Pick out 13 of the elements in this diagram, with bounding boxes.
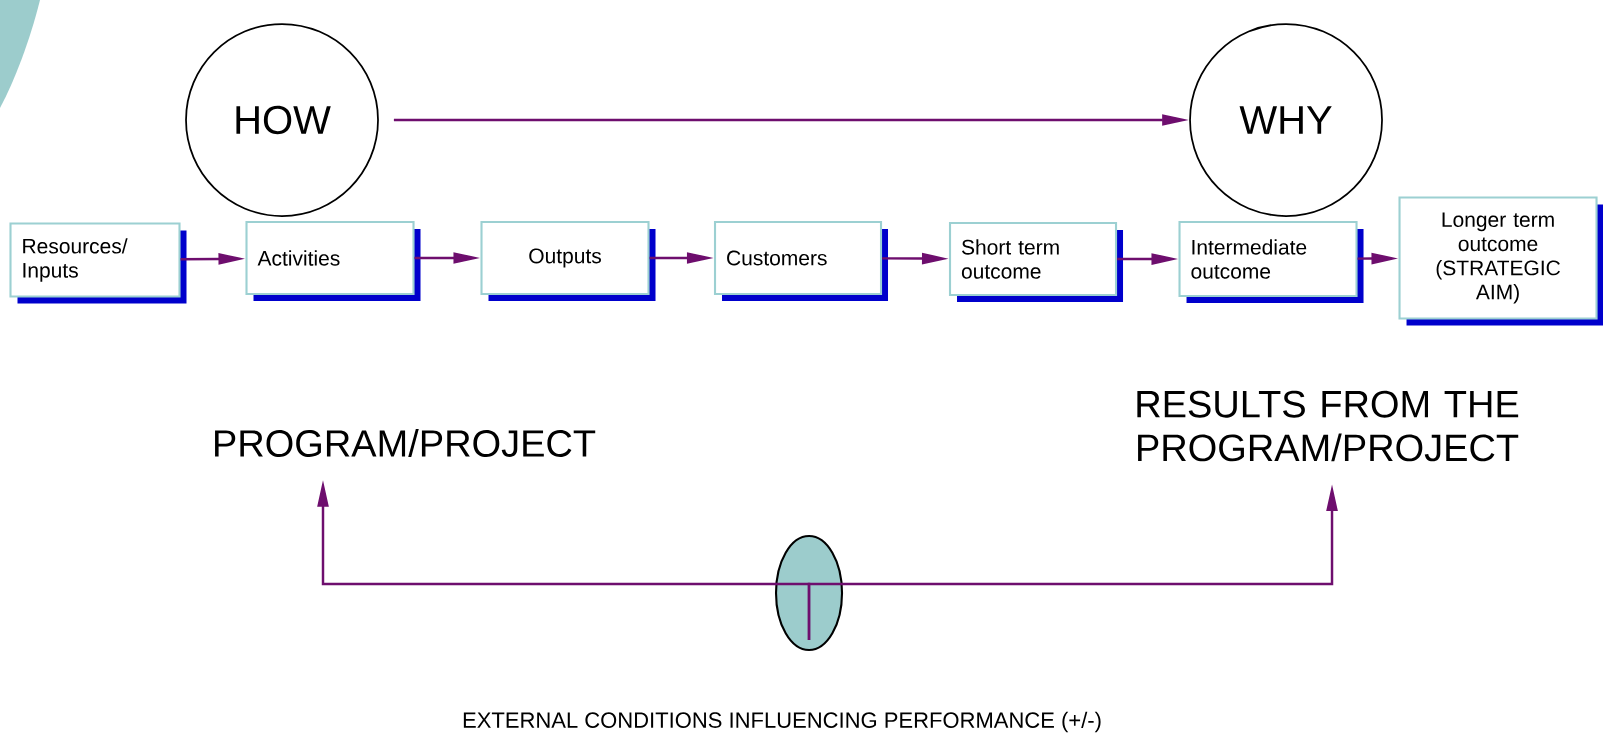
process-box: Short term outcome — [948, 221, 1124, 302]
caption-text: EXTERNAL CONDITIONS INFLUENCING PERFORMANCE (+/-) — [463, 711, 1101, 733]
ellipse-node — [774, 534, 844, 652]
heading-text: RESULTS FROM THE PROGRAM/PROJECT — [1137, 390, 1519, 462]
heading-text: PROGRAM/PROJECT — [215, 429, 596, 457]
process-box: Customers — [713, 220, 888, 301]
circle-node: HOW — [185, 23, 379, 217]
circle-node: WHY — [1189, 23, 1383, 217]
process-box: Resources/ Inputs — [9, 222, 187, 304]
process-box: Outputs — [480, 220, 656, 301]
process-box: Intermediate outcome — [1178, 220, 1364, 303]
process-box: Longer term outcome (STRATEGIC AIM) — [1398, 196, 1603, 326]
process-box: Activities — [245, 220, 421, 301]
